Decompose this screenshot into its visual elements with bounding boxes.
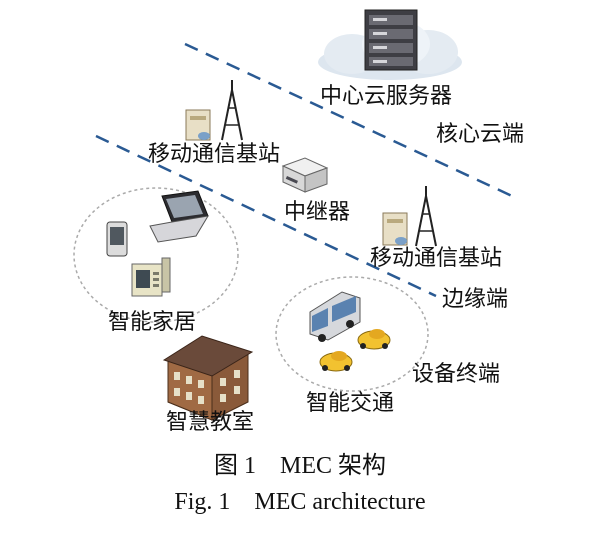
- figure-caption-cn: 图 1 MEC 架构: [213, 453, 386, 479]
- smart-transport-label: 智能交通: [306, 391, 395, 416]
- bus-icon: [309, 291, 361, 342]
- edge-label: 边缘端: [442, 287, 509, 312]
- relay-icon: [281, 157, 329, 193]
- device-end-label: 设备终端: [412, 362, 501, 387]
- base-station-label-left: 移动通信基站: [148, 142, 281, 167]
- relay-label: 中继器: [284, 200, 351, 225]
- base-station-icon: [382, 186, 437, 247]
- building-icon: [162, 335, 254, 421]
- device-icon: [131, 257, 171, 297]
- smart-home-label: 智能家居: [108, 310, 197, 335]
- edge-device-boundary-line: [95, 134, 437, 298]
- figure-caption-en: Fig. 1 MEC architecture: [174, 489, 426, 515]
- base-station-label-right: 移动通信基站: [370, 246, 503, 271]
- laptop-icon: [149, 190, 209, 243]
- smart-classroom-label: 智慧教室: [166, 410, 255, 435]
- car-icon: [319, 351, 353, 372]
- cloud-server-icon: [318, 9, 462, 80]
- core-cloud-label: 核心云端: [436, 122, 525, 147]
- cloud-server-label: 中心云服务器: [320, 84, 453, 109]
- car-icon: [357, 329, 391, 350]
- core-edge-boundary-line: [184, 42, 513, 198]
- phone-icon: [106, 221, 128, 257]
- smart-home-group-circle: [73, 187, 239, 323]
- smart-transport-group-circle: [275, 276, 429, 392]
- base-station-icon: [185, 80, 243, 141]
